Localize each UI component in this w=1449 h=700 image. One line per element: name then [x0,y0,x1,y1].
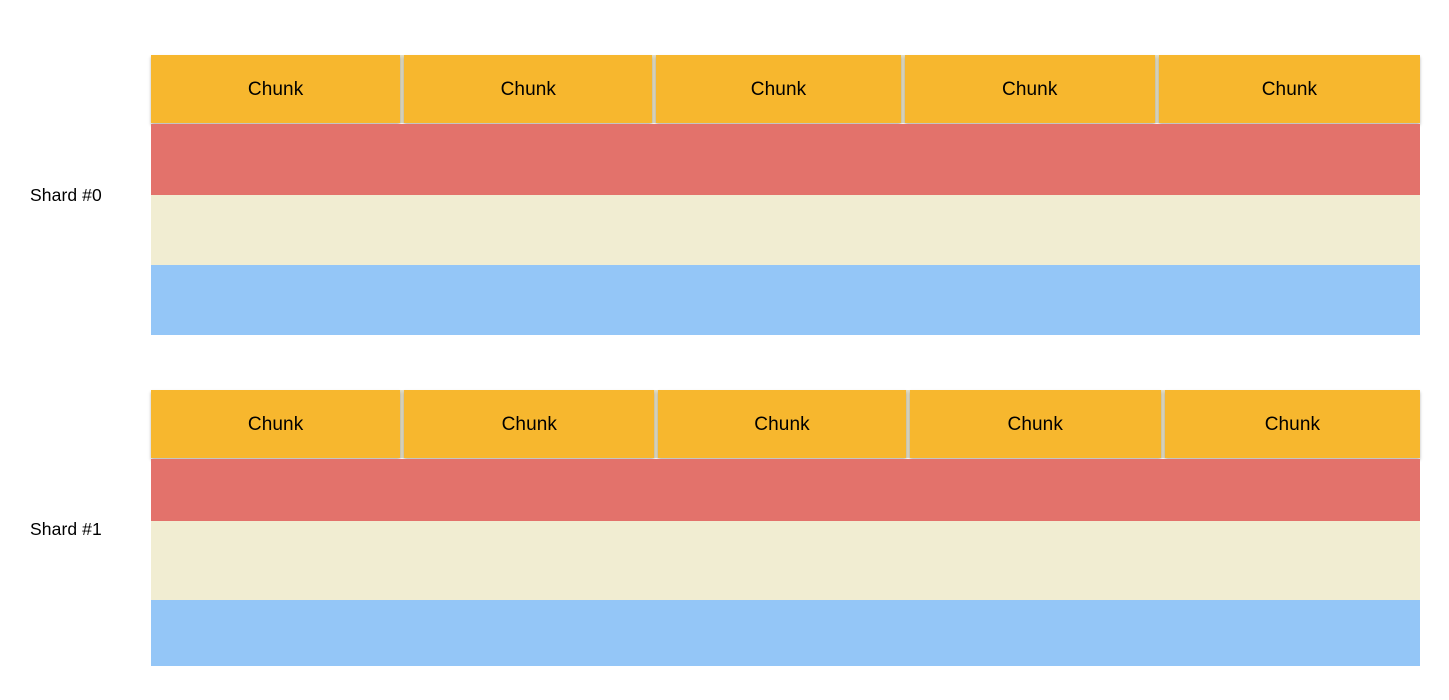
chunk-box[interactable]: Chunk [404,390,655,458]
chunk-box[interactable]: Chunk [1164,390,1420,458]
chunk-box[interactable]: Chunk [151,55,401,123]
chunk-label: Chunk [1007,413,1063,435]
chunk-box[interactable]: Chunk [151,390,401,458]
chunk-label: Chunk [1002,78,1058,100]
chunk-label: Chunk [247,413,304,435]
chunk-box[interactable]: Chunk [1158,55,1420,123]
chunk-box[interactable]: Chunk [656,55,901,123]
chunk-label: Chunk [750,78,807,100]
chunk-divider [400,55,405,123]
chunk-divider [905,390,910,458]
shard-label-1: Shard #1 [30,519,102,539]
chunk-label: Chunk [754,413,810,435]
chunk-divider [654,390,659,458]
chunk-label: Chunk [1264,413,1321,435]
chunk-divider [1160,390,1165,458]
shard-0-cream-band [151,195,1420,265]
chunk-label: Chunk [1261,78,1318,100]
shard-label-0: Shard #0 [30,185,102,205]
chunk-label: Chunk [247,78,304,100]
chunk-box[interactable]: Chunk [658,390,906,458]
chunk-label: Chunk [501,413,558,435]
chunk-row-1: Chunk Chunk Chunk Chunk Chunk [151,390,1420,458]
chunk-box[interactable]: Chunk [909,390,1161,458]
chunk-divider [900,55,905,123]
shard-1-blue-band [151,600,1420,666]
chunk-box[interactable]: Chunk [904,55,1155,123]
shard-0-red-band [151,124,1420,195]
shard-1-red-band [151,459,1420,521]
shard-1-cream-band [151,521,1420,600]
chunk-label: Chunk [500,78,557,100]
chunk-divider [1154,55,1159,123]
shard-0-blue-band [151,265,1420,335]
chunk-box[interactable]: Chunk [404,55,653,123]
chunk-divider [652,55,657,123]
chunk-divider [400,390,405,458]
chunk-row-0: Chunk Chunk Chunk Chunk Chunk [151,55,1420,123]
